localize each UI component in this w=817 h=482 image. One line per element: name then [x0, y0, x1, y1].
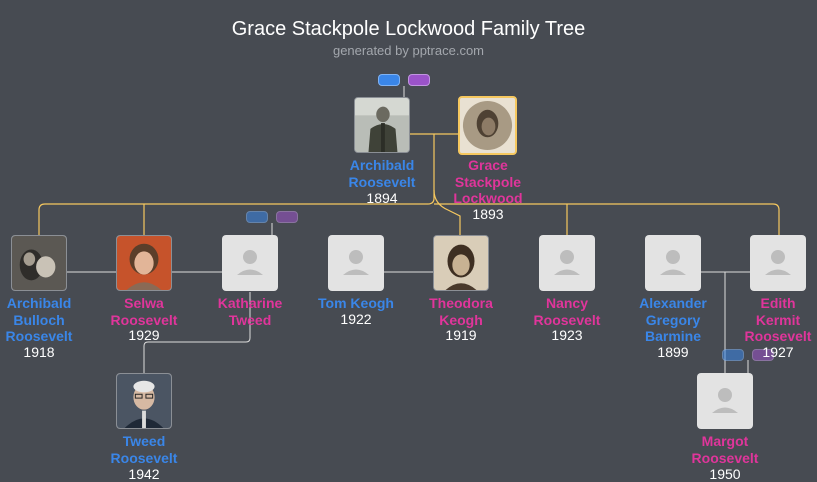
- margot-name[interactable]: Margot Roosevelt: [691, 433, 759, 466]
- alexander-photo[interactable]: [645, 235, 701, 291]
- margot-year: 1950: [709, 466, 741, 482]
- nancy-name[interactable]: Nancy Roosevelt: [533, 295, 601, 328]
- tom-keogh-name[interactable]: Tom Keogh: [318, 295, 394, 311]
- tweed-name[interactable]: Tweed Roosevelt: [110, 433, 178, 466]
- selwa-photo[interactable]: [116, 235, 172, 291]
- nancy-photo[interactable]: [539, 235, 595, 291]
- archibald-roosevelt-year: 1894: [366, 190, 398, 206]
- expand-margot-father-button[interactable]: [722, 349, 744, 361]
- child-with-mother-photo: [12, 236, 66, 290]
- expand-katharine-father-button[interactable]: [246, 211, 268, 223]
- person-placeholder-icon: [712, 388, 738, 413]
- tweed-photo[interactable]: [116, 373, 172, 429]
- margot-photo[interactable]: [697, 373, 753, 429]
- tweed-year: 1942: [128, 466, 160, 482]
- expand-father-button[interactable]: [378, 74, 400, 86]
- archibald-roosevelt-photo[interactable]: [354, 97, 410, 153]
- child-line-tweed: [143, 292, 251, 373]
- theodora-photo[interactable]: [433, 235, 489, 291]
- person-placeholder-icon: [554, 250, 580, 275]
- man-in-uniform-photo: [355, 98, 409, 152]
- archibald-bulloch-name[interactable]: Archibald Bulloch Roosevelt: [5, 295, 73, 344]
- children-bracket: [38, 134, 780, 235]
- expand-katharine-mother-button[interactable]: [276, 211, 298, 223]
- man-with-glasses-photo: [117, 374, 171, 428]
- child-drop-theodora: [433, 189, 461, 235]
- edith-name[interactable]: Edith Kermit Roosevelt: [744, 295, 812, 344]
- person-placeholder-icon: [660, 250, 686, 275]
- woman-portrait-photo: [460, 98, 515, 153]
- expand-margot-mother-button[interactable]: [752, 349, 774, 361]
- grace-lockwood-name[interactable]: Grace Stackpole Lockwood: [453, 157, 523, 206]
- katharine-name[interactable]: Katharine Tweed: [217, 295, 283, 328]
- theodora-year: 1919: [445, 327, 477, 343]
- archibald-roosevelt-name[interactable]: Archibald Roosevelt: [348, 157, 416, 190]
- edith-photo[interactable]: [750, 235, 806, 291]
- person-placeholder-icon: [237, 250, 263, 275]
- page-subtitle: generated by pptrace.com: [332, 43, 485, 58]
- alexander-name[interactable]: Alexander Gregory Barmine: [639, 295, 707, 344]
- archibald-bulloch-photo[interactable]: [11, 235, 67, 291]
- elderly-woman-photo: [117, 236, 171, 290]
- young-woman-photo: [434, 236, 488, 290]
- person-placeholder-icon: [343, 250, 369, 275]
- grace-lockwood-photo[interactable]: [458, 96, 517, 155]
- alexander-year: 1899: [657, 344, 689, 360]
- selwa-name[interactable]: Selwa Roosevelt: [110, 295, 178, 328]
- page-title: Grace Stackpole Lockwood Family Tree: [231, 18, 586, 40]
- expand-mother-button[interactable]: [408, 74, 430, 86]
- katharine-photo[interactable]: [222, 235, 278, 291]
- tom-keogh-photo[interactable]: [328, 235, 384, 291]
- tom-keogh-year: 1922: [340, 311, 372, 327]
- archibald-bulloch-year: 1918: [23, 344, 55, 360]
- person-placeholder-icon: [765, 250, 791, 275]
- theodora-name[interactable]: Theodora Keogh: [429, 295, 493, 328]
- edith-year: 1927: [762, 344, 794, 360]
- grace-lockwood-year: 1893: [472, 206, 504, 222]
- selwa-year: 1929: [128, 327, 160, 343]
- nancy-year: 1923: [551, 327, 583, 343]
